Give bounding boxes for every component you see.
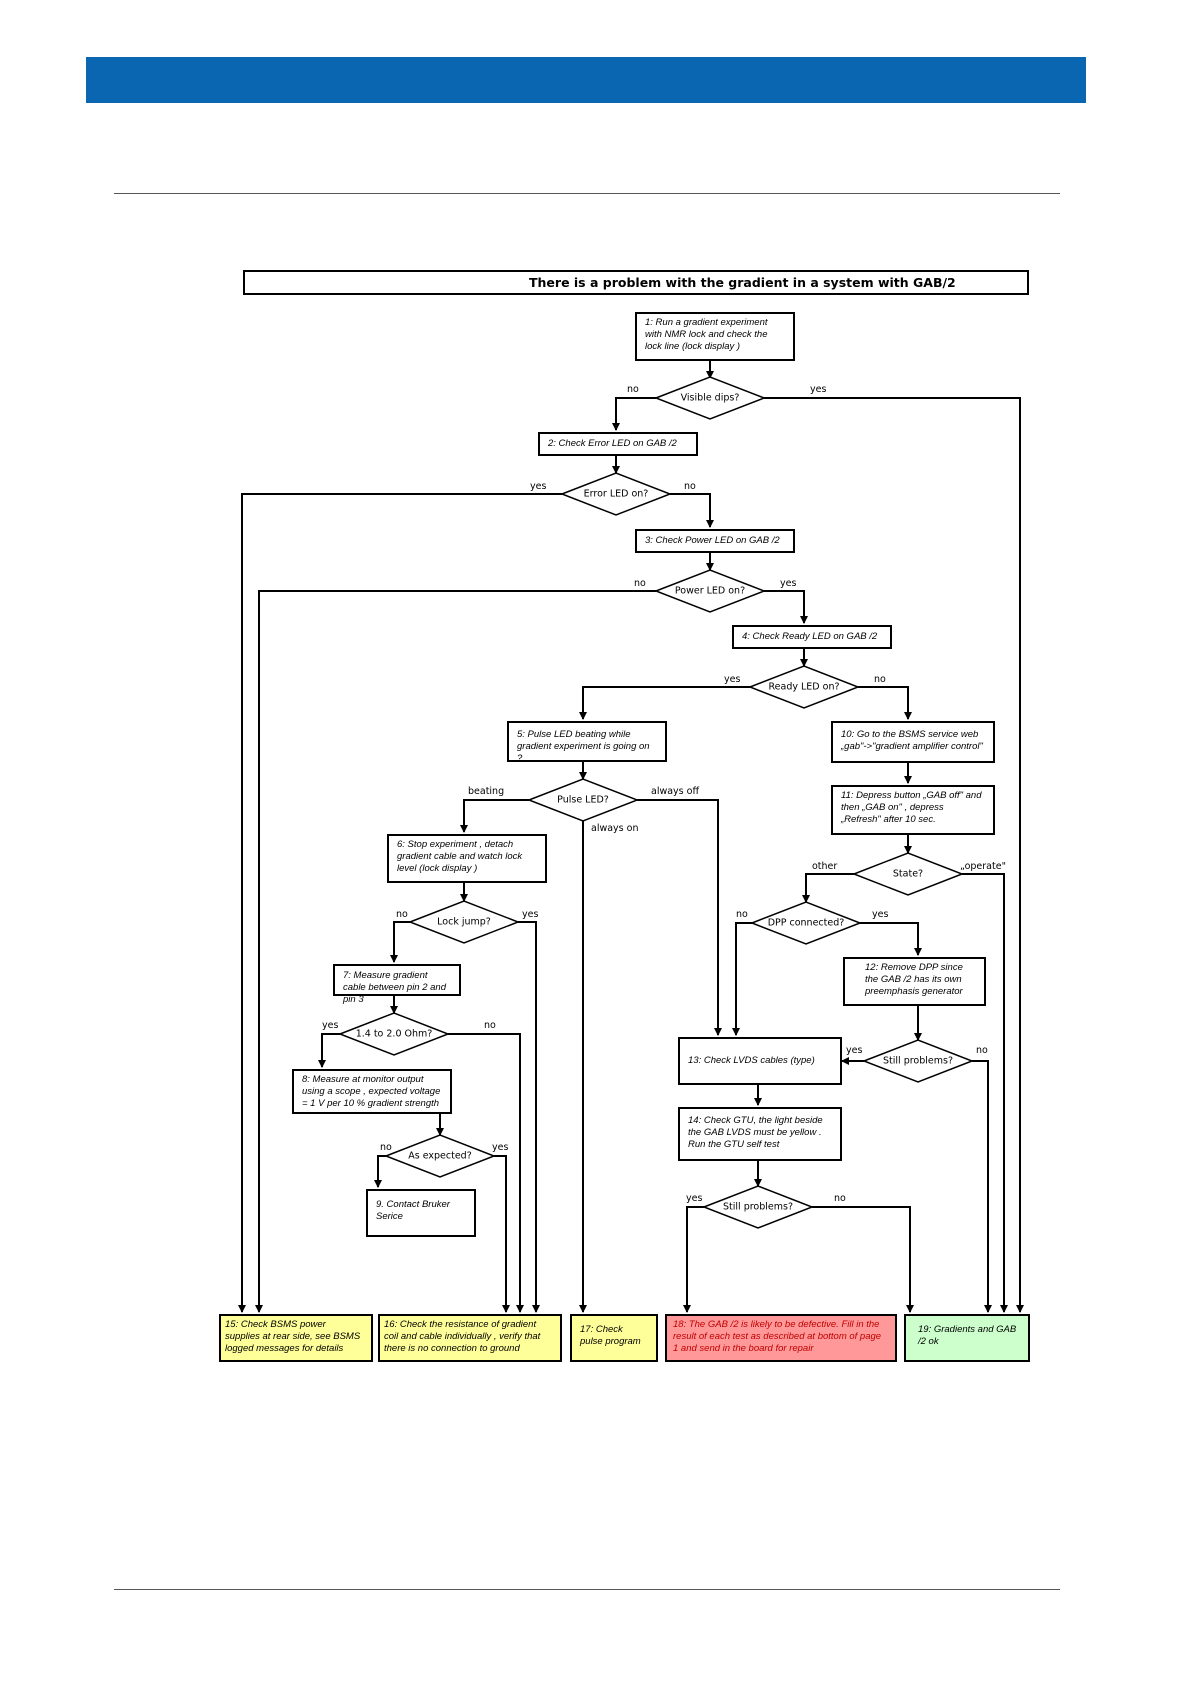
edge-d3-no <box>255 590 656 1313</box>
decision-diamond-dpp-connected <box>749 901 863 945</box>
edge-d4-no <box>858 686 912 720</box>
top-rule <box>114 193 1060 194</box>
edge-d11-no <box>972 1060 992 1313</box>
step-12-box: 12: Remove DPP since the GAB /2 has its … <box>843 957 986 1006</box>
edge-label-d7-no: no <box>484 1020 496 1031</box>
edge-d5-always-off <box>637 799 722 1036</box>
edge-d1-no <box>612 397 656 431</box>
step-4-box: 4: Check Ready LED on GAB /2 <box>732 625 892 649</box>
edge-label-d7-yes: yes <box>322 1020 339 1031</box>
edge-label-d10-no: no <box>736 909 748 920</box>
decision-pulse-led: Pulse LED? <box>557 794 609 806</box>
edge-label-d2-no: no <box>684 481 696 492</box>
edge-d12-yes <box>683 1206 704 1313</box>
step-7-box: 7: Measure gradient cable between pin 2 … <box>333 964 461 1005</box>
edge-d7-yes <box>318 1033 340 1068</box>
step-10-box: 10: Go to the BSMS service web „gab"->"g… <box>831 721 995 763</box>
edge-label-d1-yes: yes <box>810 384 827 395</box>
decision-power-led: Power LED on? <box>674 585 746 597</box>
edge-d6-yes <box>518 921 540 1313</box>
step-2-box: 2: Check Error LED on GAB /2 <box>538 432 698 456</box>
decision-state: State? <box>892 868 924 880</box>
edge-label-d5-always-on: always on <box>591 823 639 834</box>
step-3-box: 3: Check Power LED on GAB /2 <box>635 529 795 553</box>
edge-d2-yes <box>238 493 562 1313</box>
decision-diamond-still-problems-2 <box>701 1185 815 1229</box>
edge-label-d10-yes: yes <box>872 909 889 920</box>
edge-label-d9-operate: „operate" <box>960 861 1006 872</box>
step-16-box: 16: Check the resistance of gradient coi… <box>378 1314 562 1362</box>
edge-d4-yes <box>579 686 750 720</box>
edge-label-d9-other: other <box>812 861 838 872</box>
edge-label-d6-yes: yes <box>522 909 539 920</box>
decision-diamond-ohm-range <box>337 1012 451 1056</box>
step-18-box: 18: The GAB /2 is likely to be defective… <box>665 1314 897 1362</box>
step-8-box: 8: Measure at monitor output using a sco… <box>292 1069 452 1114</box>
flowchart-title: There is a problem with the gradient in … <box>243 270 1029 295</box>
decision-diamond-ready-led <box>747 665 861 709</box>
step-11-box: 11: Depress button „GAB off" and then „G… <box>831 785 995 835</box>
step-15-box: 15: Check BSMS power supplies at rear si… <box>219 1314 373 1362</box>
edge-label-d4-yes: yes <box>724 674 741 685</box>
edge-label-d11-yes: yes <box>846 1045 863 1056</box>
edge-label-d12-no: no <box>834 1193 846 1204</box>
decision-diamond-visible-dips <box>653 376 767 420</box>
edge-label-d8-yes: yes <box>492 1142 509 1153</box>
decision-diamond-lock-jump <box>407 900 521 944</box>
edge-label-d2-yes: yes <box>530 481 547 492</box>
step-17-box: 17: Check pulse program <box>570 1314 658 1362</box>
edge-label-d5-beating: beating <box>468 786 505 797</box>
decision-ohm-range: 1.4 to 2.0 Ohm? <box>355 1028 433 1040</box>
step-9-box: 9. Contact Bruker Serice <box>366 1189 476 1237</box>
decision-diamond-error-led <box>559 472 673 516</box>
decision-diamond-as-expected <box>383 1134 497 1178</box>
decision-dpp-connected: DPP connected? <box>767 917 845 929</box>
decision-visible-dips: Visible dips? <box>680 392 740 404</box>
edge-d9-other <box>802 873 854 903</box>
edge-d1-yes <box>764 397 1024 1313</box>
decision-diamond-power-led <box>653 569 767 613</box>
edge-label-d6-no: no <box>396 909 408 920</box>
step-1-box: 1: Run a gradient experiment with NMR lo… <box>635 312 795 361</box>
edge-label-d4-no: no <box>874 674 886 685</box>
edge-label-d1-no: no <box>627 384 639 395</box>
decision-ready-led: Ready LED on? <box>768 681 840 693</box>
edge-d2-no <box>670 493 714 528</box>
step-14-box: 14: Check GTU, the light beside the GAB … <box>678 1107 842 1161</box>
step-6-box: 6: Stop experiment , detach gradient cab… <box>387 834 547 883</box>
decision-diamond-state <box>851 852 965 896</box>
edge-label-d3-yes: yes <box>780 578 797 589</box>
edge-d6-no <box>390 921 410 963</box>
decision-still-problems-2: Still problems? <box>723 1201 793 1213</box>
decision-as-expected: As expected? <box>408 1150 472 1162</box>
edge-label-d11-no: no <box>976 1045 988 1056</box>
edge-d3-yes <box>764 590 808 624</box>
bottom-rule <box>114 1589 1060 1590</box>
edge-label-d8-no: no <box>380 1142 392 1153</box>
edge-d7-no <box>448 1033 524 1313</box>
header-bar <box>86 57 1086 103</box>
decision-error-led: Error LED on? <box>583 488 649 500</box>
edge-d10-yes <box>860 922 922 956</box>
edge-d12-no <box>812 1206 914 1313</box>
edge-d10-no <box>732 922 752 1036</box>
step-5-box: 5: Pulse LED beating while gradient expe… <box>507 721 667 764</box>
edge-d9-operate <box>962 873 1008 1313</box>
edge-label-d12-yes: yes <box>686 1193 703 1204</box>
edge-label-d3-no: no <box>634 578 646 589</box>
step-19-box: 19: Gradients and GAB /2 ok <box>904 1314 1030 1362</box>
decision-diamond-still-problems-1 <box>861 1039 975 1083</box>
step-13-box: 13: Check LVDS cables (type) <box>678 1037 842 1085</box>
edge-label-d5-always-off: always off <box>651 786 700 797</box>
edge-d8-yes <box>494 1155 510 1313</box>
edge-d5-beating <box>460 799 529 833</box>
decision-diamond-pulse-led <box>526 778 640 822</box>
decision-still-problems-1: Still problems? <box>883 1055 953 1067</box>
edge-d8-no <box>374 1155 386 1188</box>
decision-lock-jump: Lock jump? <box>437 916 491 928</box>
